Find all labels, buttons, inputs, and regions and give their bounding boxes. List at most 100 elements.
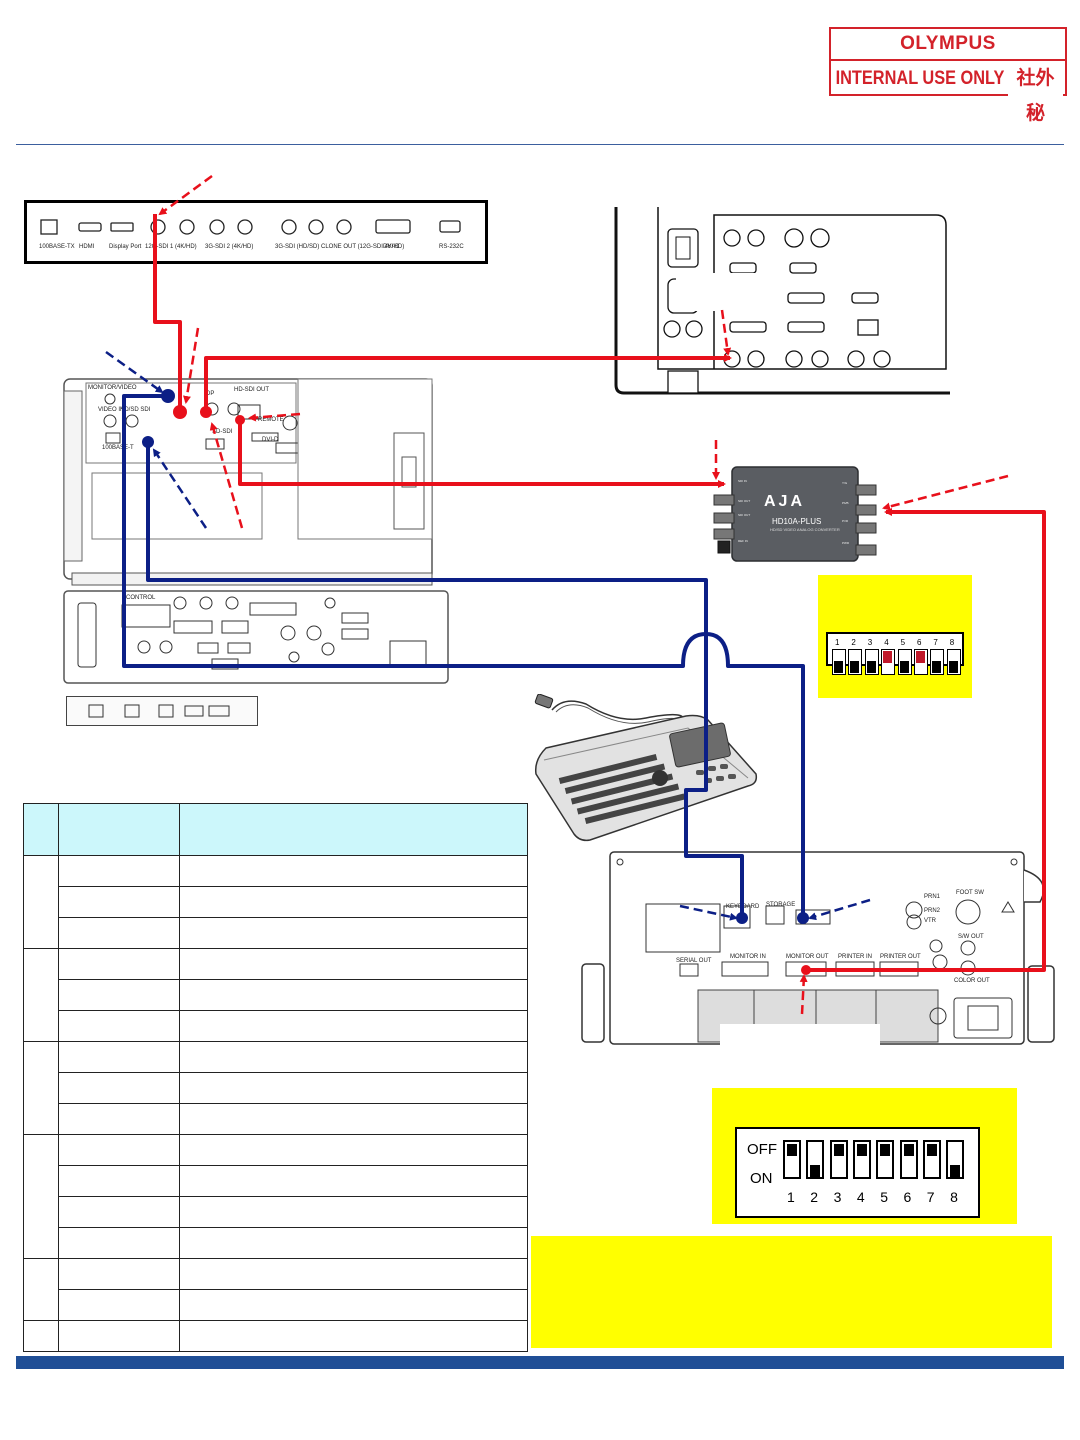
aja-port-sdi-out-2: SDI OUT [738, 513, 751, 517]
converter-dip-switch [881, 649, 896, 675]
aja-port-pb: Pb/B [842, 501, 849, 505]
table-row [24, 1289, 528, 1321]
converter-dip-number: 1 [835, 638, 840, 647]
recorder-graphic [581, 851, 1055, 1050]
label-prn2: PRN2 [924, 908, 941, 914]
table-row [24, 917, 528, 949]
converter-dip-number: 5 [900, 638, 906, 647]
label-video-in: VIDEO IN [98, 407, 125, 413]
table-row [23, 1258, 528, 1321]
port-label-12g-sdi: 12G-SDI 1 (4K/HD) [145, 244, 197, 250]
label-hd-sdi-out: HD-SDI OUT [234, 387, 269, 393]
table-cell-desc [179, 917, 528, 949]
table-cell-desc [179, 1320, 528, 1352]
table-cell-desc [179, 1010, 528, 1042]
recorder-unit: KEYBOARD STORAGE MONITOR IN MONITOR OUT … [580, 850, 1058, 1050]
label-printer-out: PRINTER OUT [880, 954, 921, 960]
spec-table [23, 803, 528, 1352]
cable-recorder-to-converter [808, 508, 1046, 972]
table-row [24, 1103, 528, 1135]
recorder-dip-number: 7 [926, 1189, 935, 1205]
converter-dip-switch [897, 649, 912, 675]
aja-port-sdi-in: SDI IN [738, 479, 747, 483]
label-printer-in: PRINTER IN [838, 954, 873, 960]
label-monitor-video: MONITOR/VIDEO [88, 385, 137, 391]
table-row [24, 1165, 528, 1197]
label-100base-t: 100BASE-T [102, 445, 134, 451]
table-cell-name [58, 917, 180, 949]
label-dvi-d: DVI-D [262, 437, 279, 443]
aja-subtitle: HD/SD VIDEO ANALOG CONVERTER [770, 527, 840, 532]
table-group-cell [23, 1258, 59, 1321]
control-endpoints [142, 389, 809, 924]
recorder-dip-number: 5 [880, 1189, 888, 1205]
recorder-dip-number: 6 [903, 1189, 912, 1205]
header-rule [16, 144, 1064, 145]
processor-graphic [63, 378, 449, 684]
recorder-dip-switch [806, 1140, 825, 1179]
table-cell-name [58, 855, 180, 887]
converter-dip-number: 8 [949, 638, 955, 647]
video-processor-unit: MONITOR/VIDEO VIDEO IN HD/SD SDI 100BASE… [62, 377, 454, 693]
recorder-dip-number: 8 [950, 1189, 958, 1205]
aja-port-pwr: PWR [842, 541, 849, 545]
table-row [23, 1320, 528, 1352]
converter-dip-switch [930, 649, 945, 675]
recorder-dip-number: 2 [810, 1189, 819, 1205]
aja-brand: AJA [764, 493, 806, 510]
port-label-displayport: Display Port [109, 244, 142, 250]
recorder-dip-number: 1 [787, 1189, 795, 1205]
converter-dip-switch [832, 649, 846, 675]
logo-brand: OLYMPUS [831, 29, 1065, 61]
table-cell-name [58, 1258, 180, 1290]
aja-port-sdi-out-1: SDI OUT [738, 499, 751, 503]
table-cell-name [58, 1196, 180, 1228]
control-cables [122, 394, 805, 916]
label-storage: STORAGE [766, 902, 796, 908]
recorder-dip-switch [783, 1140, 801, 1179]
aja-port-y: Y/G [842, 481, 848, 485]
label-serial-out: SERIAL OUT [676, 958, 712, 964]
label-sw-out: S/W OUT [958, 934, 984, 940]
bottom-note [531, 1236, 1052, 1348]
converter-dip-number: 2 [851, 638, 856, 647]
converter-dip-switch [848, 649, 863, 675]
label-hd-sd-sdi: HD/SD SDI [120, 407, 151, 413]
table-cell-name [58, 1134, 180, 1166]
table-group-cell [23, 1134, 59, 1259]
converter-dip-number: 7 [933, 638, 938, 647]
logo-kanji: 社外秘 [1008, 61, 1063, 124]
converter-dip-switch [914, 649, 928, 675]
table-header-cell [58, 803, 180, 856]
aja-model: HD10A-PLUS [772, 517, 822, 526]
port-label-dvi: DVI-D [383, 244, 400, 250]
table-header-row [23, 803, 528, 856]
table-row [24, 1010, 528, 1042]
label-sd-sdi: SD-SDI [212, 429, 233, 435]
converter-dip-number: 4 [884, 638, 889, 647]
recorder-dip-switch [946, 1140, 965, 1179]
table-cell-name [58, 948, 180, 980]
table-row [23, 1134, 528, 1259]
cable-processor-to-ccu [204, 354, 732, 410]
cable-processor-to-converter [238, 422, 726, 488]
camera-control-unit-rear [610, 207, 950, 397]
label-monitor-in: MONITOR IN [730, 954, 766, 960]
table-header-cell [179, 803, 528, 856]
port-label-3g-sdi: 3G-SDI (HD/SD) [275, 244, 320, 250]
aja-port-pr: Pr/R [842, 519, 848, 523]
video-cables [153, 214, 1046, 972]
label-vtr: VTR [924, 918, 936, 924]
recorder-dip-switch [829, 1140, 848, 1179]
cable-monitor-to-processor [153, 214, 182, 408]
callout-arrows-red [158, 174, 1009, 1015]
table-cell-desc [179, 1165, 528, 1197]
table-cell-desc [179, 948, 528, 980]
table-cell-desc [179, 1041, 528, 1073]
table-row [24, 1072, 528, 1104]
label-monitor-out: MONITOR OUT [786, 954, 829, 960]
recorder-dip-switch [876, 1140, 895, 1179]
converter-dip-switch [864, 649, 879, 675]
table-row [23, 948, 528, 1042]
